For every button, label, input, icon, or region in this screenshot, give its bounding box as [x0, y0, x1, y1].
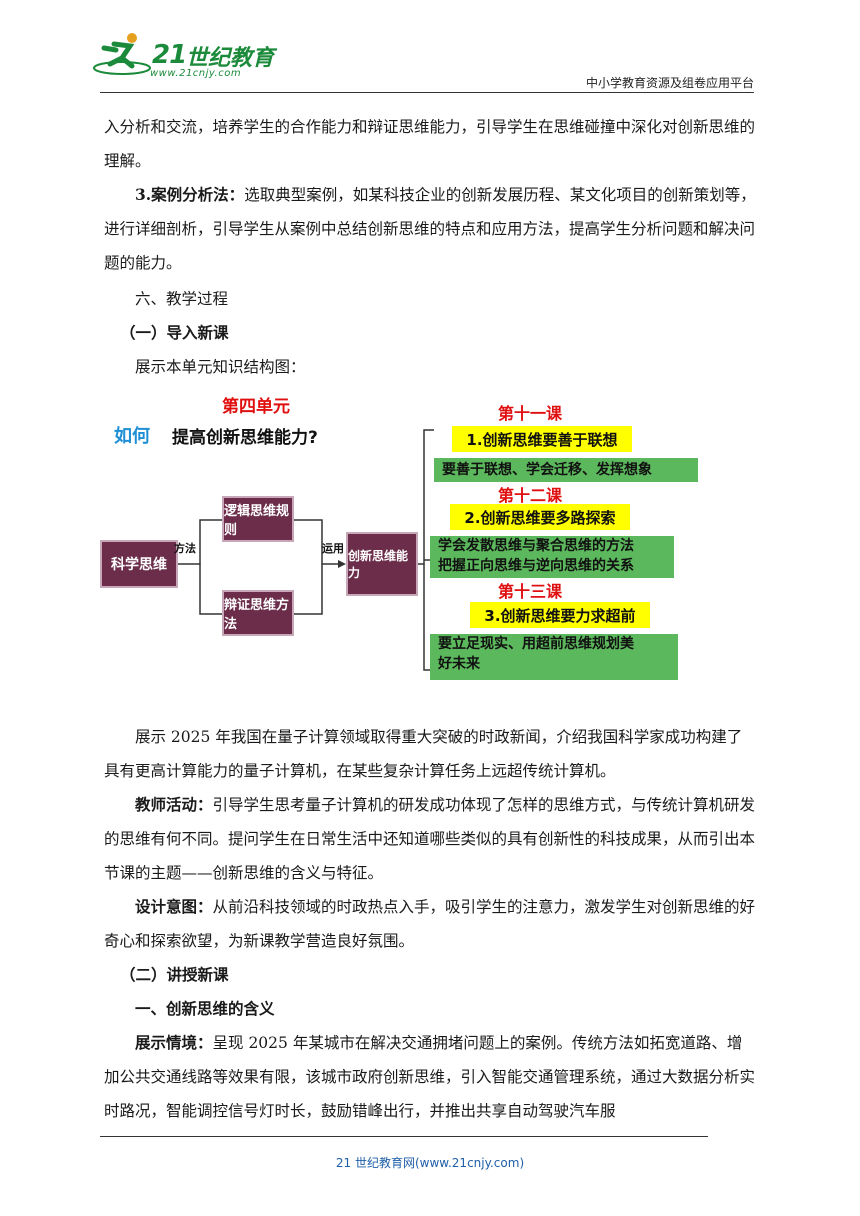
- lesson-11-number: 第十一课: [498, 404, 563, 423]
- lesson-12-desc-line2: 把握正向思维与逆向思维的关系: [438, 558, 634, 574]
- platform-name: 中小学教育资源及组卷应用平台: [585, 76, 754, 90]
- paragraph-scenario: 展示情境：呈现 2025 年某城市在解决交通拥堵问题上的案例。传统方法如拓宽道路…: [104, 1026, 756, 1128]
- lesson-13-desc: 要立足现实、用超前思维规划美 好未来: [430, 634, 678, 680]
- paragraph-teacher-activity: 教师活动：引导学生思考量子计算机的研发成功体现了怎样的思维方式，与传统计算机研发…: [104, 788, 756, 890]
- runner-logo-icon: [93, 33, 151, 75]
- case-method-text: 选取典型案例，如某科技企业的创新发展历程、某文化项目的创新策划等，进行详细剖析，…: [104, 186, 756, 272]
- innovation-ability-box: 创新思维能力: [346, 532, 418, 596]
- lesson-13-desc-line1: 要立足现实、用超前思维规划美: [438, 636, 634, 652]
- design-intent-label: 设计意图：: [135, 897, 213, 916]
- apply-label: 运用: [322, 542, 344, 555]
- scenario-label: 展示情境：: [135, 1033, 213, 1052]
- heading-teach: （二）讲授新课: [120, 965, 229, 984]
- design-intent-text: 从前沿科技领域的时政热点入手，吸引学生的注意力，激发学生对创新思维的好奇心和探索…: [104, 898, 756, 950]
- logo-text: 世纪教育: [186, 46, 275, 71]
- lesson-12-desc: 学会发散思维与聚合思维的方法 把握正向思维与逆向思维的关系: [430, 536, 674, 578]
- how-label: 如何: [114, 426, 150, 447]
- footer-divider: [100, 1136, 708, 1137]
- paragraph-case-method: 3.案例分析法：选取典型案例，如某科技企业的创新发展历程、某文化项目的创新策划等…: [104, 178, 756, 280]
- lesson-13-number: 第十三课: [498, 582, 563, 601]
- logo: [92, 30, 262, 80]
- method-label: 方法: [174, 542, 196, 555]
- scenario-text: 呈现 2025 年某城市在解决交通拥堵问题上的案例。传统方法如拓宽道路、增加公共…: [104, 1034, 756, 1120]
- heading-process: 六、教学过程: [135, 290, 229, 308]
- lesson-12-number: 第十二课: [498, 486, 563, 505]
- paragraph-quantum-news: 展示 2025 年我国在量子计算领域取得重大突破的时政新闻，介绍我国科学家成功构…: [104, 728, 743, 780]
- teacher-activity-text: 引导学生思考量子计算机的研发成功体现了怎样的思维方式，与传统计算机研发的思维有何…: [104, 796, 756, 882]
- lesson-11-desc: 要善于联想、学会迁移、发挥想象: [434, 458, 698, 482]
- heading-intro: （一）导入新课: [120, 323, 229, 342]
- heading-meaning: 一、创新思维的含义: [135, 999, 275, 1018]
- unit-title: 第四单元: [222, 397, 290, 417]
- unit-question: 提高创新思维能力?: [172, 428, 318, 448]
- paragraph-show-structure: 展示本单元知识结构图：: [135, 358, 306, 376]
- footer-link[interactable]: 21 世纪教育网(www.21cnjy.com): [335, 1156, 525, 1170]
- lesson-13-title: 3.创新思维要力求超前: [470, 602, 650, 628]
- teacher-activity-label: 教师活动：: [135, 795, 213, 814]
- paragraph-analysis: 入分析和交流，培养学生的合作能力和辩证思维能力，引导学生在思维碰撞中深化对创新思…: [104, 118, 756, 170]
- paragraph-design-intent: 设计意图：从前沿科技领域的时政热点入手，吸引学生的注意力，激发学生对创新思维的好…: [104, 890, 756, 958]
- lesson-12-desc-line1: 学会发散思维与聚合思维的方法: [438, 538, 634, 554]
- lesson-13-desc-line2: 好未来: [438, 656, 480, 672]
- logic-rules-box: 逻辑思维规则: [222, 496, 294, 542]
- dialectic-methods-box: 辩证思维方法: [222, 590, 294, 636]
- science-thinking-box: 科学思维: [100, 540, 178, 588]
- logo-number: 21: [152, 40, 187, 70]
- knowledge-structure-diagram: 第四单元 如何 提高创新思维能力? 科学思维 方法 逻辑思维规则 辩证思维方法 …: [100, 392, 700, 692]
- logo-url: www.21cnjy.com: [150, 68, 242, 79]
- case-method-label: 3.案例分析法：: [135, 185, 245, 204]
- header-divider: [100, 92, 754, 93]
- lesson-12-title: 2.创新思维要多路探索: [450, 504, 630, 530]
- lesson-11-title: 1.创新思维要善于联想: [452, 426, 632, 452]
